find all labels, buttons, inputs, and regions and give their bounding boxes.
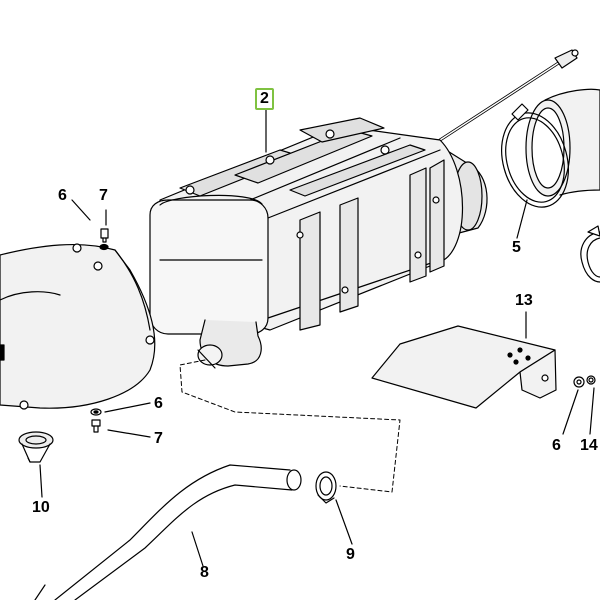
leader-lines: [39, 109, 595, 567]
callout-part-6-upper: 6: [58, 187, 67, 204]
outlet-pipe: [525, 88, 600, 197]
callout-part-6-lower: 6: [154, 395, 163, 412]
bracket-plate-13: [371, 325, 557, 409]
callout-part-7-upper: 7: [99, 187, 108, 204]
heat-shield-left: [0, 243, 156, 410]
callout-part-14: 14: [580, 437, 598, 454]
clamp-5: [501, 103, 569, 208]
callout-part-2: 2: [255, 88, 274, 110]
callout-part-5: 5: [512, 239, 521, 256]
tail-pipe-8: [34, 464, 302, 600]
callout-part-13: 13: [515, 292, 533, 309]
sensor-cable: [438, 49, 579, 142]
washer-set-right: [573, 375, 596, 388]
callout-part-8: 8: [200, 564, 209, 581]
assembly-guide-lines: [179, 359, 401, 493]
exhaust-aftertreatment-unit: [149, 117, 488, 369]
clamp-9: [315, 471, 337, 504]
callout-part-10: 10: [32, 499, 50, 516]
callout-part-6-right: 6: [552, 437, 561, 454]
flange-10: [18, 431, 54, 463]
clamp-right-edge: [580, 225, 600, 283]
bolt-7-upper: [99, 228, 109, 251]
callout-part-7-lower: 7: [154, 430, 163, 447]
bolt-7-lower: [90, 408, 102, 433]
callout-part-9: 9: [346, 546, 355, 563]
